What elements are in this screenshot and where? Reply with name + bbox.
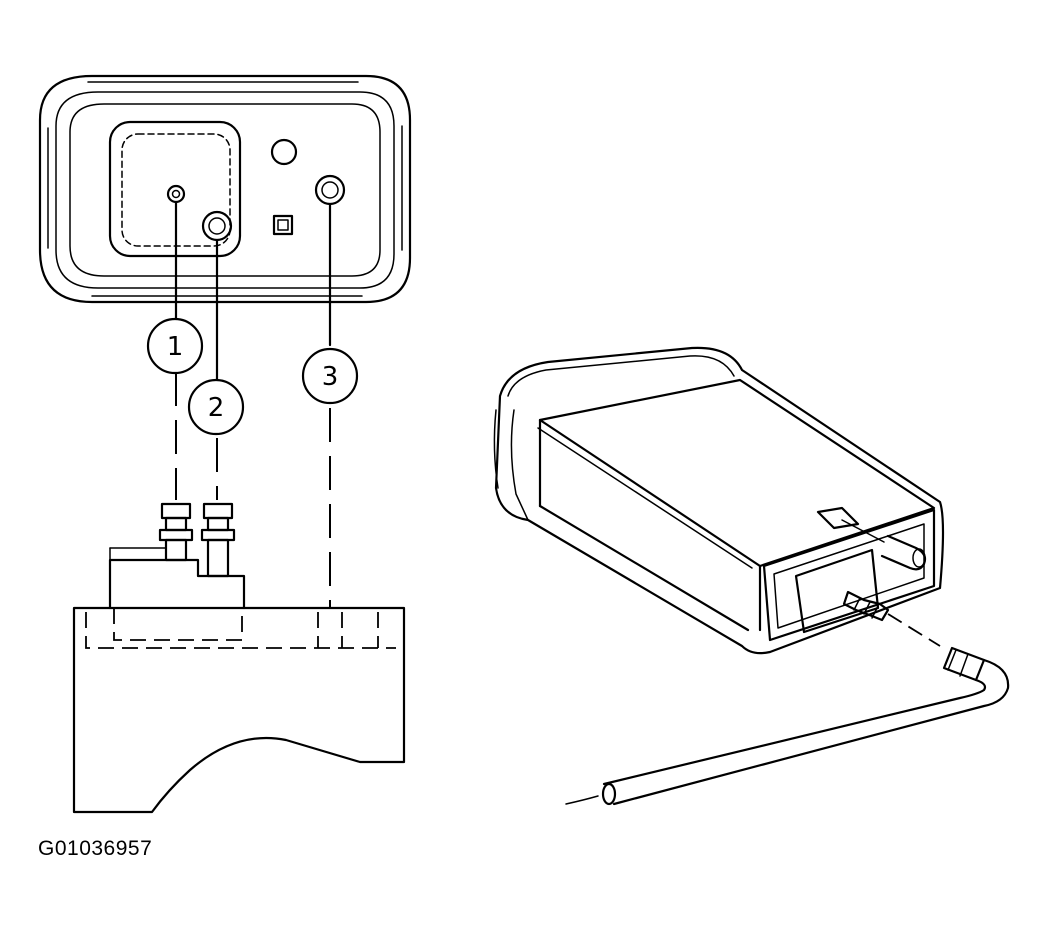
canister-port-upper	[880, 534, 927, 571]
connector-face-view	[38, 74, 412, 304]
port-1	[166, 184, 186, 204]
nipple-2	[200, 502, 236, 578]
callout-3-label: 3	[322, 362, 339, 392]
callout-1-label: 1	[167, 332, 184, 362]
callout-2-label: 2	[208, 393, 225, 423]
figure-id-label: G01036957	[38, 837, 153, 860]
mounting-hole	[270, 138, 298, 166]
port-2	[201, 210, 233, 242]
leader-lines	[174, 200, 332, 608]
port-3	[314, 174, 346, 206]
canister-section-view	[72, 502, 406, 814]
vapor-hose	[565, 613, 1010, 806]
callout-2: 2	[187, 378, 245, 436]
canister-port-lower	[842, 590, 890, 622]
evap-canister	[493, 346, 945, 655]
callout-3: 3	[301, 347, 359, 405]
nipple-1	[158, 502, 194, 562]
callout-1: 1	[146, 317, 204, 375]
key-slot	[272, 214, 294, 236]
